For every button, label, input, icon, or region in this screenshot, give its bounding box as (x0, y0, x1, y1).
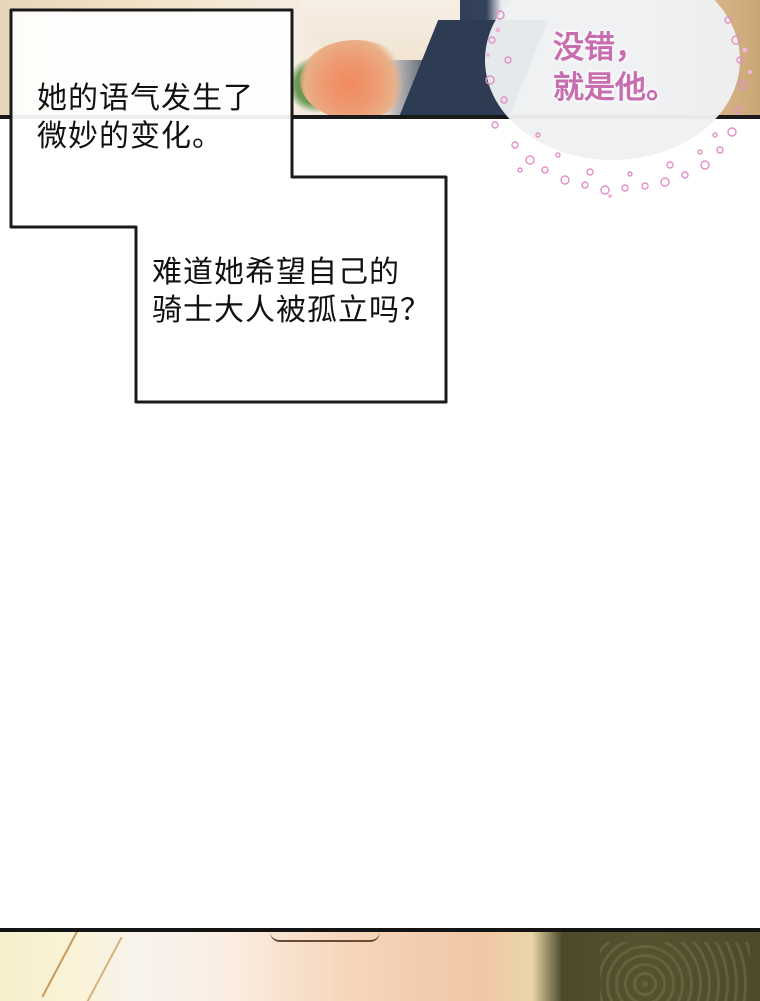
narration-1-line-2: 微妙的变化。 (37, 119, 223, 154)
narration-box-outline (9, 8, 448, 404)
speech-line-2: 就是他。 (553, 70, 677, 106)
panel-border (0, 115, 760, 119)
narration-2-line-1: 难道她希望自己的 (152, 255, 400, 290)
speech-bubble-text: 没错， 就是他。 (553, 28, 693, 108)
narration-2-line-2: 骑士大人被孤立吗？ (152, 293, 431, 328)
speech-line-1: 没错， (553, 30, 646, 66)
closed-eye-art (270, 932, 380, 942)
hair-strand-art (41, 932, 123, 1001)
narration-1-line-1: 她的语气发生了 (37, 81, 254, 116)
bottom-illustration-panel (0, 928, 760, 1001)
ornament-background-art (600, 942, 750, 1001)
narration-box-2: 难道她希望自己的 骑士大人被孤立吗？ (152, 254, 442, 330)
rose-art (300, 40, 410, 117)
narration-box-1: 她的语气发生了 微妙的变化。 (37, 80, 287, 156)
thought-bubble (485, 0, 740, 160)
